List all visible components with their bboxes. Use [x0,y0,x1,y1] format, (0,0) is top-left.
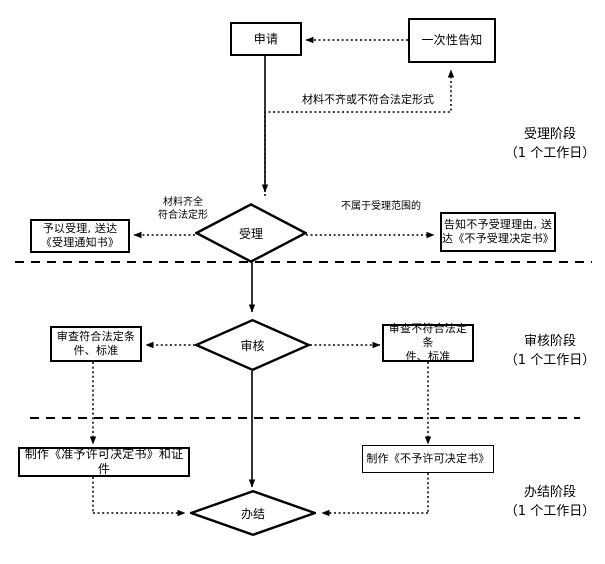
node-accept-decision-label: 受理 [238,226,263,241]
edge-label-materials-complete: 材料齐全 符合法定形 [138,196,228,222]
node-apply[interactable]: 申请 [230,22,302,56]
edge-accept-to-onetime-notice [264,69,455,196]
node-review-decision[interactable]: 审核 [195,319,310,371]
node-accept-rejected-line2: 达《不予受理决定书》 [442,232,554,245]
edge-denied-box-to-complete [321,473,429,517]
edge-label-incomplete-materials: 材料不齐或不符合法定形式 [288,93,448,107]
node-apply-label: 申请 [253,31,279,46]
edge-label-materials-complete-line2: 符合法定形 [158,210,208,221]
diamond-shape [190,490,316,536]
node-accept-decision[interactable]: 受理 [195,203,307,263]
node-permit-granted[interactable]: 制作《准予许可决定书》和证件 [18,447,190,477]
node-review-fail-line2: 件、标准 [405,349,451,363]
node-permit-denied-label: 制作《不予许可决定书》 [366,452,490,466]
stage-label-acceptance: 受理阶段 （1 个工作日） [500,126,600,164]
stage-label-completion-duration: （1 个工作日） [504,503,596,519]
node-review-pass-line1: 审查符合法定条 [56,330,136,344]
node-review-fail[interactable]: 审查不符合法定条 件、标准 [382,322,474,363]
node-one-time-notice-label: 一次性告知 [421,33,483,47]
stage-label-acceptance-duration: （1 个工作日） [504,145,596,161]
node-review-pass-line2: 件、标准 [73,344,119,357]
node-one-time-notice[interactable]: 一次性告知 [408,18,496,63]
stage-label-review: 审核阶段 （1 个工作日） [500,333,600,371]
stage-label-completion-name: 办结阶段 [523,485,576,500]
stage-label-review-duration: （1 个工作日） [504,352,596,368]
diamond-shape [195,319,310,371]
node-review-pass[interactable]: 审查符合法定条 件、标准 [50,326,142,362]
node-accept-rejected-line1: 告知不予受理理由, 送 [443,218,553,232]
node-permit-granted-label: 制作《准予许可决定书》和证件 [24,447,184,476]
edge-granted-box-to-complete [92,477,186,517]
node-complete-label: 办结 [240,506,265,521]
edge-label-out-of-scope-text: 不属于受理范围的 [341,201,421,212]
node-accept-rejected[interactable]: 告知不予受理理由, 送 达《不予受理决定书》 [440,212,556,252]
node-accept-approved[interactable]: 予以受理, 送达 《受理通知书》 [30,219,130,253]
edge-label-materials-complete-line1: 材料齐全 [163,197,203,208]
stage-label-acceptance-name: 受理阶段 [523,127,576,142]
diamond-shape [195,203,307,263]
node-permit-denied[interactable]: 制作《不予许可决定书》 [362,445,494,473]
node-review-fail-line1: 审查不符合法定条 [388,322,468,350]
stage-label-completion: 办结阶段 （1 个工作日） [500,484,600,522]
node-review-decision-label: 审核 [240,338,265,353]
node-complete[interactable]: 办结 [190,490,316,536]
edge-label-out-of-scope: 不属于受理范围的 [326,200,436,213]
node-accept-approved-line1: 予以受理, 送达 [42,222,118,236]
node-accept-approved-line2: 《受理通知书》 [40,236,120,249]
edge-label-incomplete-materials-text: 材料不齐或不符合法定形式 [302,93,434,106]
stage-label-review-name: 审核阶段 [523,334,576,349]
